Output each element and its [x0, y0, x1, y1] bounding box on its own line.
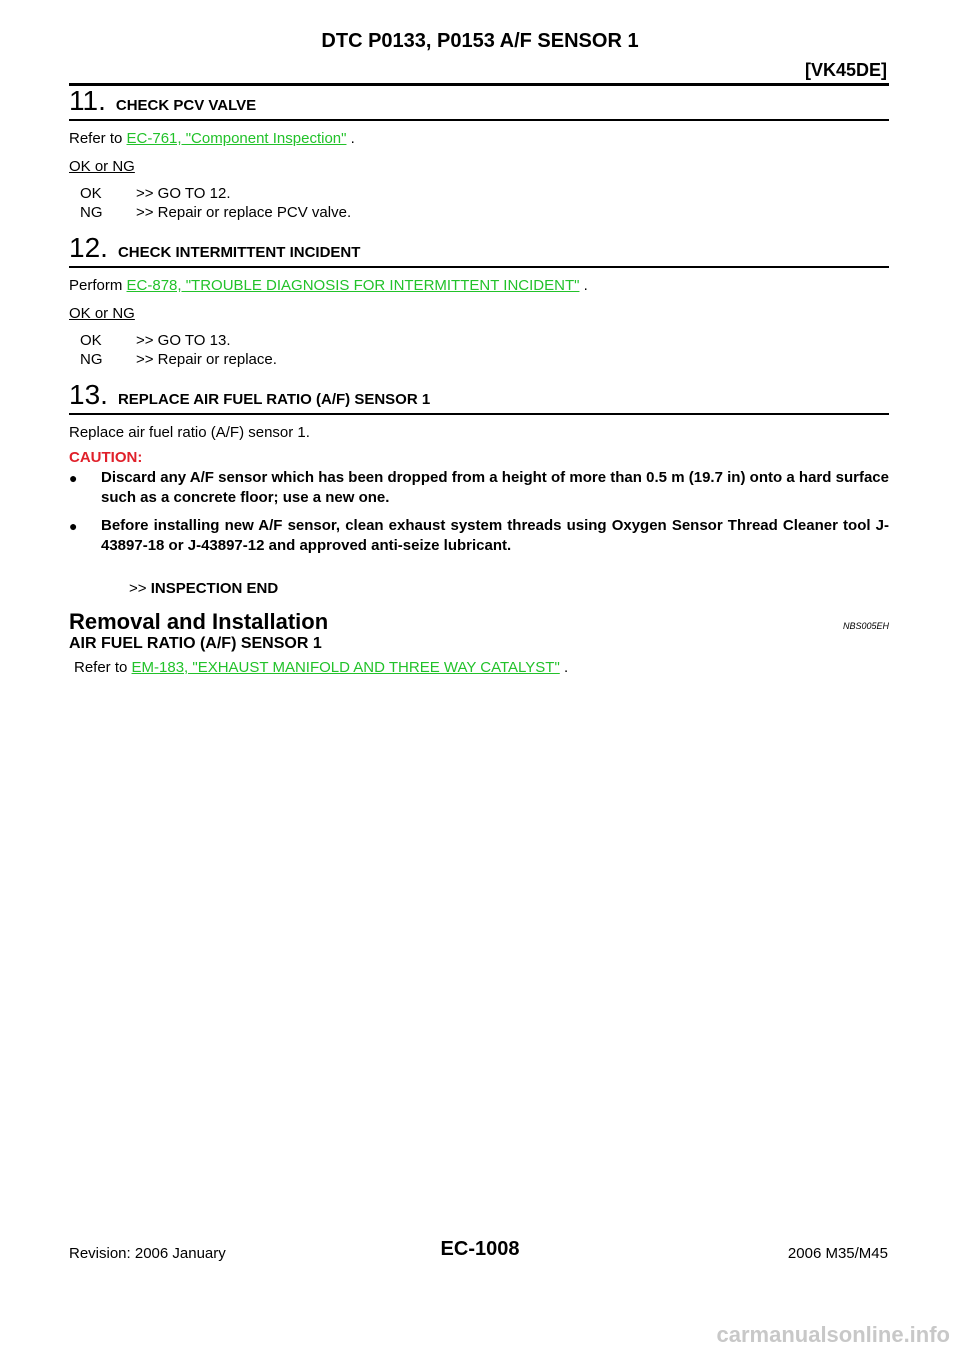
- outcome-key: NG: [80, 204, 103, 221]
- reference-code: NBS005EH: [842, 621, 889, 631]
- caution-bullet: ● Discard any A/F sensor which has been …: [69, 468, 889, 508]
- outcome-key: NG: [80, 351, 103, 368]
- step-title: CHECK INTERMITTENT INCIDENT: [117, 244, 361, 261]
- section-subtitle: AIR FUEL RATIO (A/F) SENSOR 1: [69, 635, 322, 652]
- outcome-ok: OK >> GO TO 12.: [80, 184, 889, 203]
- ok-or-ng-label: OK or NG: [69, 305, 135, 322]
- inspection-end-prefix: >>: [129, 580, 147, 597]
- component-inspection-link[interactable]: EC-761, "Component Inspection": [126, 130, 347, 147]
- outcome-text: >> GO TO 13.: [136, 332, 231, 349]
- inspection-end-label: INSPECTION END: [150, 580, 279, 597]
- inspection-end: >> INSPECTION END: [129, 580, 889, 597]
- step-number: 12.: [69, 232, 108, 263]
- step-title: REPLACE AIR FUEL RATIO (A/F) SENSOR 1: [117, 391, 431, 408]
- step-13-text: Replace air fuel ratio (A/F) sensor 1.: [69, 424, 310, 441]
- page-title: DTC P0133, P0153 A/F SENSOR 1: [321, 30, 639, 52]
- engine-tag: [VK45DE]: [804, 60, 887, 80]
- bullet-text: Discard any A/F sensor which has been dr…: [101, 469, 889, 506]
- bullet-text: Before installing new A/F sensor, clean …: [101, 517, 889, 554]
- exhaust-manifold-link[interactable]: EM-183, "EXHAUST MANIFOLD AND THREE WAY …: [131, 659, 560, 676]
- section-title: Removal and Installation: [69, 609, 329, 634]
- page-number: EC-1008: [440, 1238, 520, 1260]
- step-12-header: 12. CHECK INTERMITTENT INCIDENT: [69, 234, 889, 268]
- outcome-ok: OK >> GO TO 13.: [80, 331, 889, 350]
- text-suffix: .: [350, 130, 355, 147]
- step-11-text: Refer to EC-761, "Component Inspection" …: [69, 130, 889, 147]
- step-number: 11.: [69, 85, 106, 116]
- outcome-text: >> Repair or replace.: [136, 351, 277, 368]
- step-number: 13.: [69, 379, 108, 410]
- revision-date: Revision: 2006 January: [69, 1245, 226, 1262]
- step-11-outcomes: OK >> GO TO 12. NG >> Repair or replace …: [80, 184, 889, 222]
- intermittent-incident-link[interactable]: EC-878, "TROUBLE DIAGNOSIS FOR INTERMITT…: [126, 277, 580, 294]
- text-prefix: Refer to: [69, 130, 123, 147]
- outcome-ng: NG >> Repair or replace PCV valve.: [80, 203, 889, 222]
- step-12-outcomes: OK >> GO TO 13. NG >> Repair or replace.: [80, 331, 889, 369]
- text-suffix: .: [583, 277, 588, 294]
- text-suffix: .: [563, 659, 569, 676]
- text-prefix: Perform: [69, 277, 123, 294]
- outcome-ng: NG >> Repair or replace.: [80, 350, 889, 369]
- text-prefix: Refer to: [74, 659, 128, 676]
- removal-section-header: Removal and Installation NBS005EH: [69, 609, 889, 635]
- header-rule: [69, 83, 889, 86]
- model-label: 2006 M35/M45: [787, 1245, 888, 1262]
- step-13-header: 13. REPLACE AIR FUEL RATIO (A/F) SENSOR …: [69, 381, 889, 415]
- outcome-key: OK: [80, 332, 102, 349]
- step-11-header: 11. CHECK PCV VALVE: [69, 87, 889, 121]
- step-12-text: Perform EC-878, "TROUBLE DIAGNOSIS FOR I…: [69, 277, 889, 294]
- step-title: CHECK PCV VALVE: [115, 97, 257, 114]
- outcome-text: >> Repair or replace PCV valve.: [136, 204, 352, 221]
- bullet-icon: ●: [69, 518, 78, 534]
- content: 11. CHECK PCV VALVE Refer to EC-761, "Co…: [69, 87, 889, 676]
- watermark: carmanualsonline.info: [716, 1322, 951, 1347]
- bullet-icon: ●: [69, 470, 78, 486]
- caution-label: CAUTION:: [69, 449, 143, 466]
- caution-bullet: ● Before installing new A/F sensor, clea…: [69, 516, 889, 556]
- removal-text: Refer to EM-183, "EXHAUST MANIFOLD AND T…: [74, 659, 889, 676]
- outcome-text: >> GO TO 12.: [136, 185, 231, 202]
- ok-or-ng-label: OK or NG: [69, 158, 135, 175]
- outcome-key: OK: [80, 185, 102, 202]
